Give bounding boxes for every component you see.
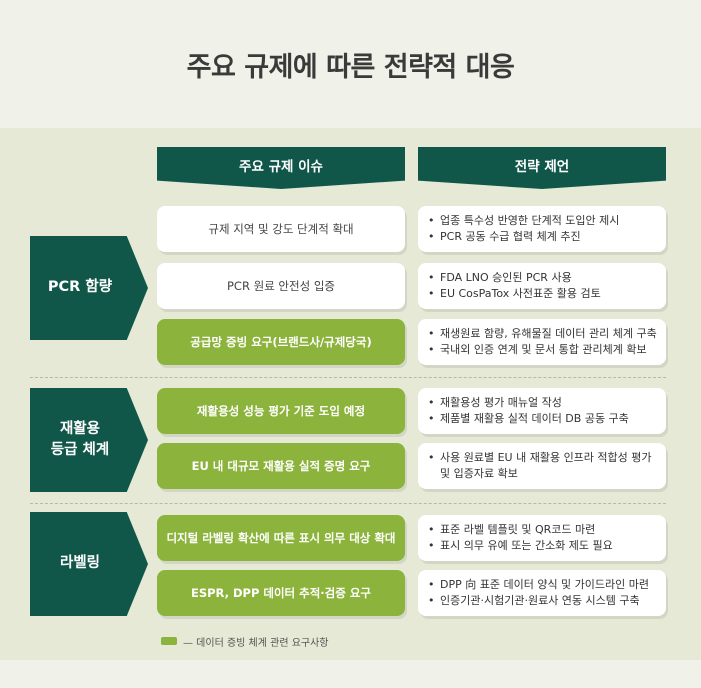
bullet-item: •DPP 向 표준 데이터 양식 및 가이드라인 마련 [428,577,650,591]
header-issue: 주요 규제 이슈 [157,147,405,189]
bullet-item: •인증기관·시험기관·원료사 연동 시스템 구축 [428,594,640,607]
bullet-item: •EU CosPaTox 사전표준 활용 검토 [428,287,601,300]
legend: — 데이터 증빙 체계 관련 요구사항 [161,634,329,649]
bullet-item: •표시 의무 유예 또는 간소화 제도 필요 [428,539,613,552]
issue-box-data-requirement: EU 내 대규모 재활용 실적 증명 요구 [157,443,405,489]
bullet-item: •제품별 재활용 실적 데이터 DB 공동 구축 [428,412,629,425]
issue-box: 규제 지역 및 강도 단계적 확대 [157,206,405,252]
header-strategy: 전략 제언 [418,147,666,189]
issue-box-data-requirement: 디지털 라벨링 확산에 따른 표시 의무 대상 확대 [157,515,405,561]
issue-box-data-requirement: 공급망 증빙 요구(브랜드사/규제당국) [157,319,405,365]
issue-box-data-requirement: ESPR, DPP 데이터 추적·검증 요구 [157,570,405,616]
bullet-item: •FDA LNO 승인된 PCR 사용 [428,270,572,284]
strategy-box: •재활용성 평가 매뉴얼 작성 •제품별 재활용 실적 데이터 DB 공동 구축 [418,388,666,434]
bullet-item: •국내외 인증 연계 및 문서 통합 관리체계 확보 [428,343,647,356]
category-recycling-grade: 재활용 등급 체계 [30,388,148,492]
bullet-item: •표준 라벨 템플릿 및 QR코드 마련 [428,522,596,536]
category-labeling: 라벨링 [30,512,148,616]
bullet-item: •PCR 공동 수급 협력 체계 추진 [428,230,581,243]
legend-swatch [161,637,177,645]
separator [30,377,666,378]
bullet-item: •재활용성 평가 매뉴얼 작성 [428,395,562,409]
category-pcr: PCR 함량 [30,236,148,340]
bullet-item: •업종 특수성 반영한 단계적 도입안 제시 [428,213,620,227]
strategy-box: •업종 특수성 반영한 단계적 도입안 제시 •PCR 공동 수급 협력 체계 … [418,206,666,252]
legend-label: — 데이터 증빙 체계 관련 요구사항 [183,637,329,649]
bullet-item: •재생원료 함량, 유해물질 데이터 관리 체계 구축 [428,326,657,340]
strategy-box: •사용 원료별 EU 내 재활용 인프라 적합성 평가 및 입증자료 확보 [418,443,666,489]
footer-band [0,660,701,688]
issue-box-data-requirement: 재활용성 성능 평가 기준 도입 예정 [157,388,405,434]
bullet-item: •사용 원료별 EU 내 재활용 인프라 적합성 평가 및 입증자료 확보 [428,450,652,481]
strategy-box: •FDA LNO 승인된 PCR 사용 •EU CosPaTox 사전표준 활용… [418,263,666,309]
strategy-box: •재생원료 함량, 유해물질 데이터 관리 체계 구축 •국내외 인증 연계 및… [418,319,666,365]
page-title: 주요 규제에 따른 전략적 대응 [0,0,701,128]
strategy-box: •DPP 向 표준 데이터 양식 및 가이드라인 마련 •인증기관·시험기관·원… [418,570,666,616]
issue-box: PCR 원료 안전성 입증 [157,263,405,309]
strategy-box: •표준 라벨 템플릿 및 QR코드 마련 •표시 의무 유예 또는 간소화 제도… [418,515,666,561]
separator [30,503,666,504]
